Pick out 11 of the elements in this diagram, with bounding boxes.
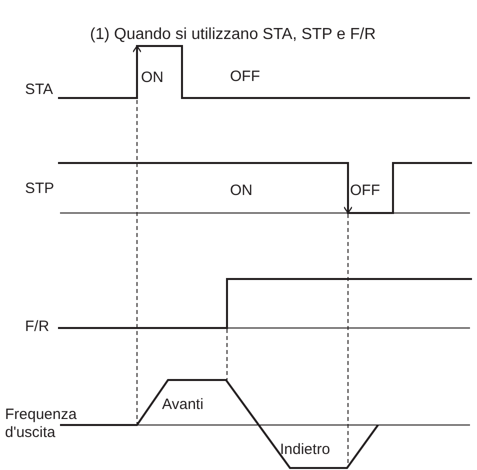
state-label: ON	[230, 182, 252, 200]
state-label: OFF	[230, 68, 260, 86]
signal-name: F/R	[25, 318, 50, 336]
diagram-title: (1) Quando si utilizzano STA, STP e F/R	[90, 26, 376, 44]
signal-name: Frequenza d'uscita	[5, 406, 78, 442]
state-label: Avanti	[162, 396, 204, 414]
state-label: Indietro	[280, 441, 330, 459]
signal-name: STP	[25, 180, 54, 198]
signal-name: STA	[25, 81, 54, 99]
state-label: OFF	[350, 182, 380, 200]
state-label: ON	[141, 69, 164, 87]
